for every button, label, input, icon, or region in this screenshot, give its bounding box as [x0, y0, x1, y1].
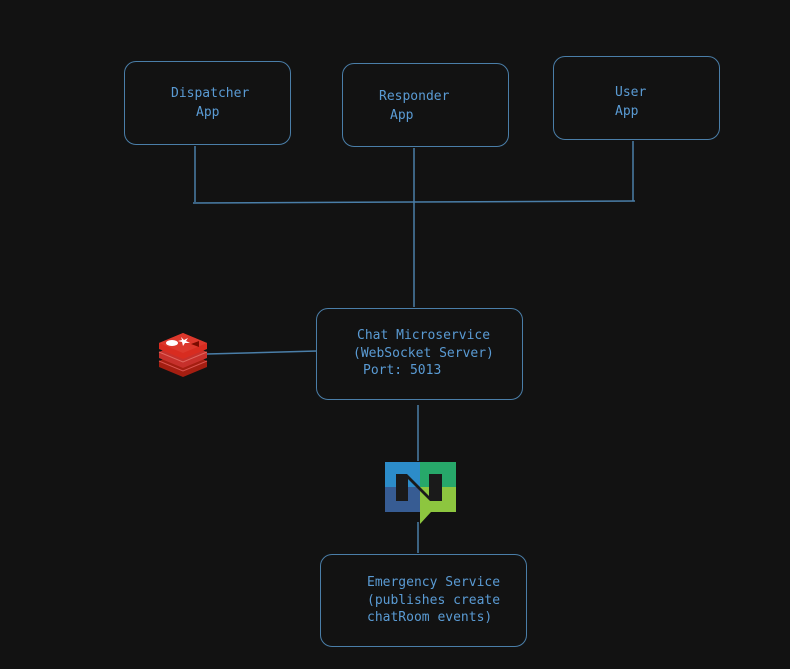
responder-app-node[interactable]: Responder App: [342, 63, 509, 147]
chat-microservice-label-line3: Port: 5013: [363, 363, 442, 378]
dispatcher-app-label-line1: Dispatcher: [171, 86, 250, 101]
redis-icon: [158, 333, 208, 377]
emergency-service-node[interactable]: Emergency Service (publishes create chat…: [320, 554, 527, 647]
connector-redis-chat: [206, 350, 318, 355]
responder-app-label-line2: App: [390, 108, 414, 123]
chat-microservice-node[interactable]: Chat Microservice (WebSocket Server) Por…: [316, 308, 523, 400]
chat-microservice-label-line2: (WebSocket Server): [353, 346, 494, 361]
nats-icon: [385, 462, 456, 524]
user-app-label-line1: User: [615, 85, 647, 100]
responder-app-label-line1: Responder: [379, 89, 450, 104]
emergency-service-label-line1: Emergency Service: [367, 575, 501, 590]
emergency-service-label-line2: (publishes create: [367, 593, 501, 608]
user-app-label-line2: App: [615, 104, 639, 119]
emergency-service-label-line3: chatRoom events): [367, 610, 493, 625]
chat-microservice-label-line1: Chat Microservice: [357, 328, 491, 343]
dispatcher-app-label-line2: App: [196, 105, 220, 120]
user-app-node[interactable]: User App: [553, 56, 720, 140]
dispatcher-app-node[interactable]: Dispatcher App: [124, 61, 291, 145]
